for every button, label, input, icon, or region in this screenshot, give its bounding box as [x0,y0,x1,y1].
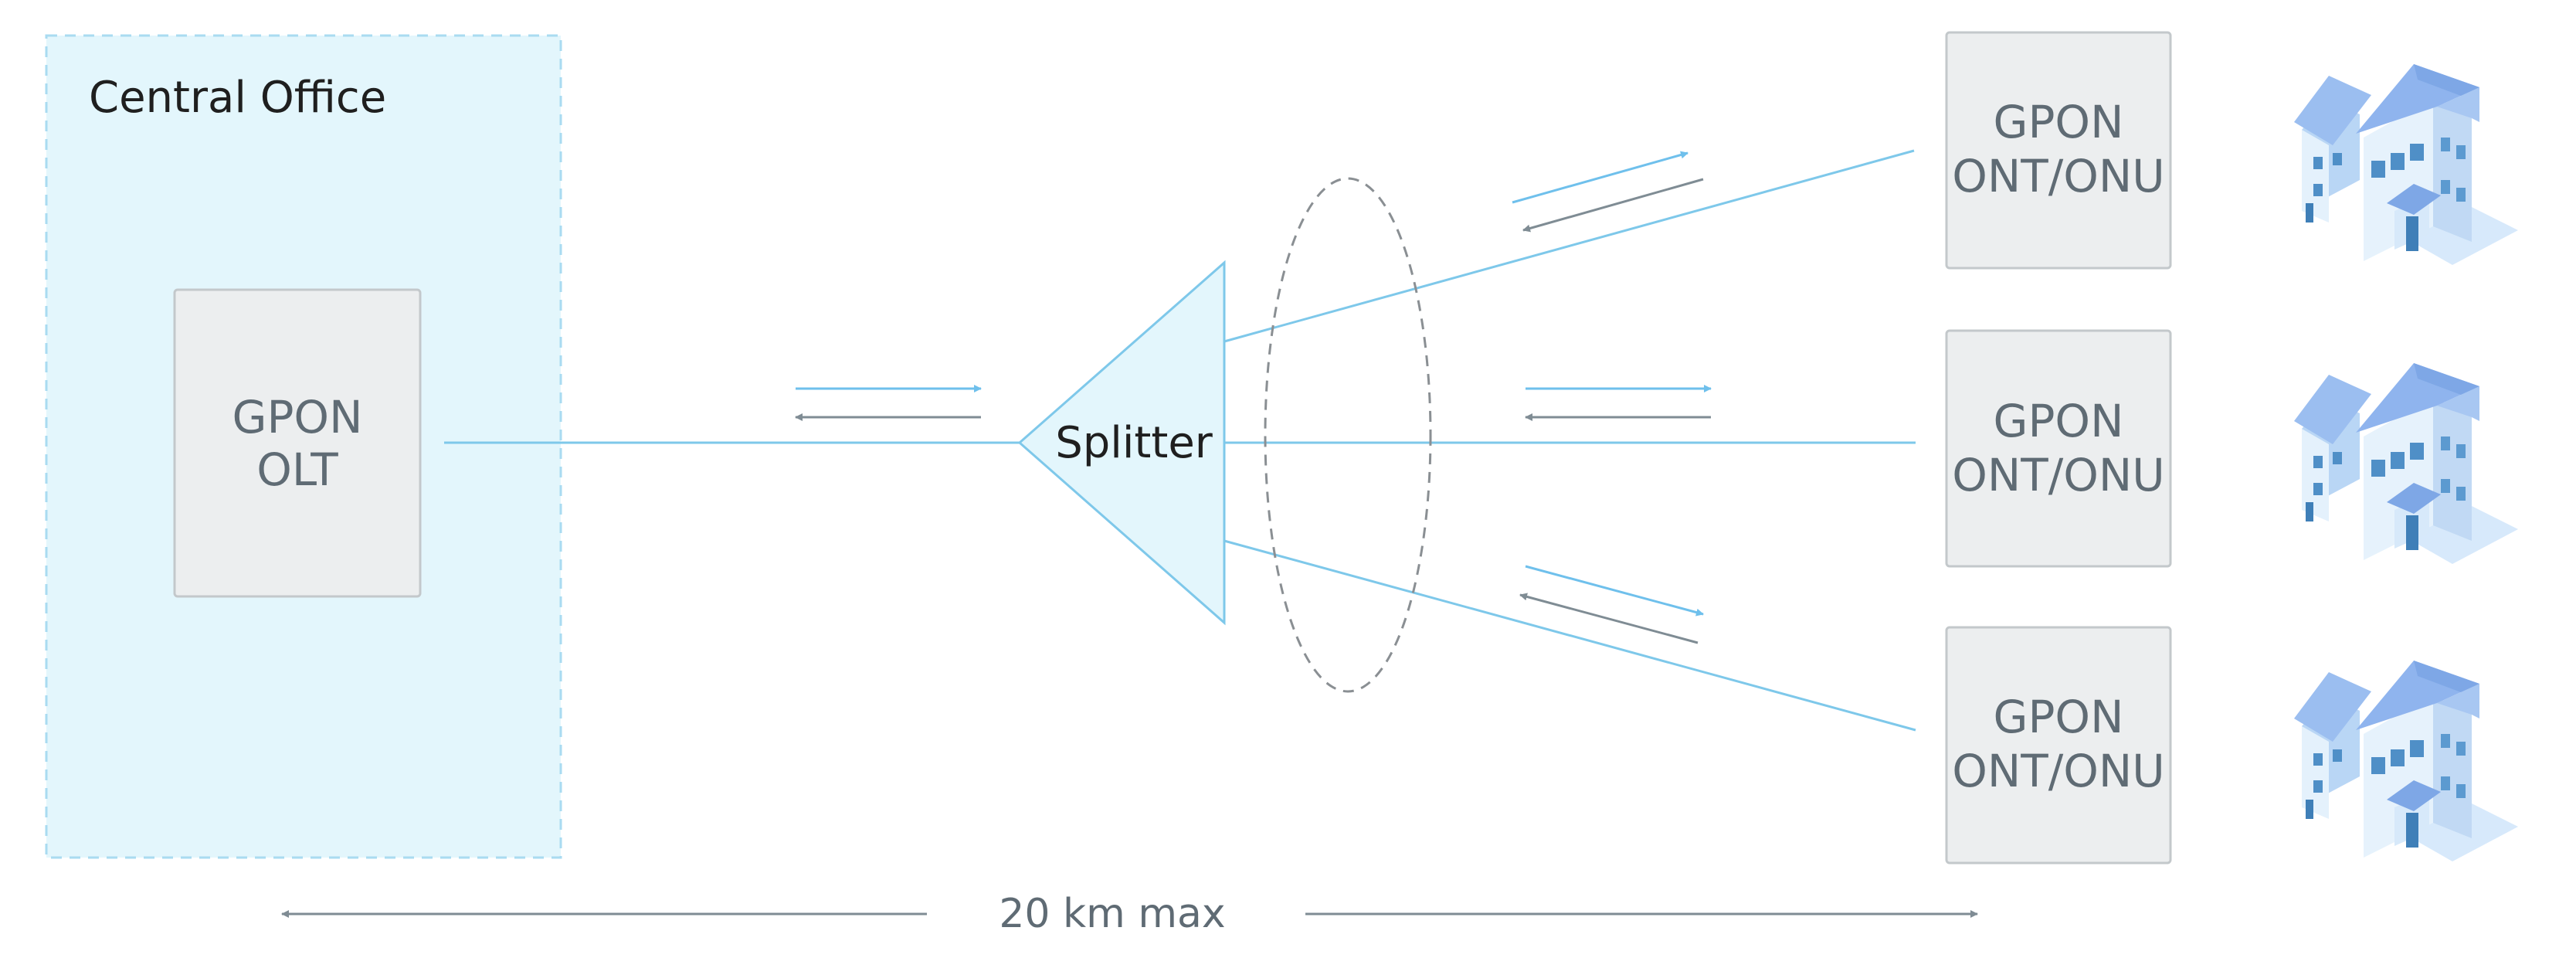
upstream-arrow-top [1522,178,1704,233]
ont-2-label-line2: ONT/ONU [1952,449,2165,501]
house-icon [2294,661,2518,861]
house-icon [2294,363,2518,564]
ont-3-label-line1: GPON [1994,691,2124,743]
upstream-arrow-bottom [1519,593,1699,644]
olt-box [173,288,422,598]
distance-label: 20 km max [999,891,1225,937]
olt-label-line2: OLT [256,443,338,496]
downstream-arrow-top [1512,151,1688,204]
drop-fiber-bottom [1224,539,1916,732]
downstream-arrow-bottom [1525,565,1704,617]
ont-box-2 [1945,329,2172,568]
house-icon [2294,64,2518,265]
drop-fiber-top [1224,149,1915,343]
central-office-label: Central Office [89,73,386,123]
olt-label-line1: GPON [232,391,363,443]
ont-box-3 [1945,626,2172,865]
split-ratio-ellipse [1264,177,1432,693]
ont-1-label-line2: ONT/ONU [1952,150,2165,202]
splitter-label: Splitter [1055,418,1213,468]
ont-2-label-line1: GPON [1994,395,2124,447]
ont-1-label-line1: GPON [1994,96,2124,148]
ont-box-1 [1945,31,2172,270]
ont-3-label-line2: ONT/ONU [1952,745,2165,797]
